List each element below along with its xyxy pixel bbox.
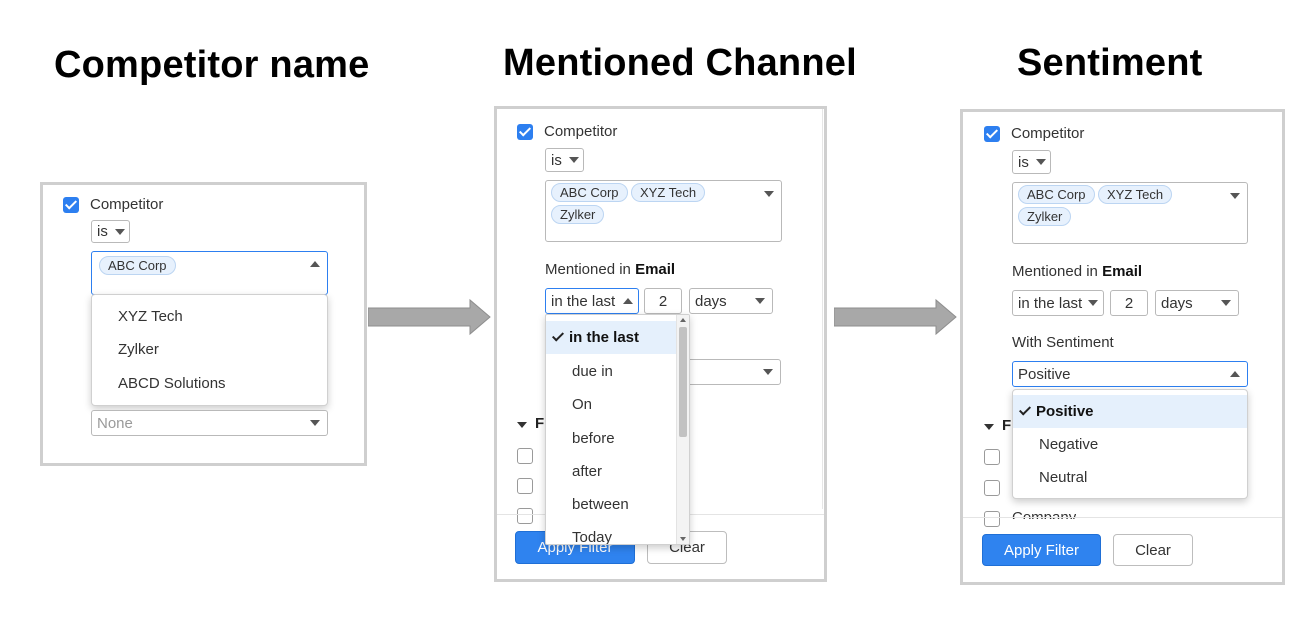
caret-down-icon[interactable] <box>764 191 774 197</box>
operator-select[interactable]: is <box>1012 150 1051 174</box>
option-before[interactable]: before <box>572 430 615 447</box>
caret-down-icon <box>115 228 125 235</box>
scroll-down-icon[interactable] <box>680 537 686 541</box>
number-input[interactable]: 2 <box>644 288 682 314</box>
sentiment-panel: Competitor is ABC Corp XYZ Tech Zylker M… <box>960 109 1285 585</box>
chip-xyz-tech[interactable]: XYZ Tech <box>1098 185 1173 204</box>
secondary-select[interactable]: None <box>91 410 328 436</box>
competitor-multiselect[interactable]: ABC Corp <box>91 251 328 295</box>
sentiment-options-dropdown: Positive Negative Neutral <box>1012 389 1248 499</box>
caret-down-icon <box>310 420 320 426</box>
number-input[interactable]: 2 <box>1110 290 1148 316</box>
caret-down-icon <box>755 298 765 304</box>
collapse-triangle-icon[interactable] <box>517 422 527 428</box>
option-xyz-tech[interactable]: XYZ Tech <box>118 308 183 325</box>
option-today[interactable]: Today <box>572 529 613 545</box>
section-title-partial: F <box>535 415 545 432</box>
competitor-options-dropdown: XYZ Tech Zylker ABCD Solutions <box>91 294 328 406</box>
caret-down-icon <box>569 157 579 163</box>
option-neutral[interactable]: Neutral <box>1039 469 1088 486</box>
competitor-label: Competitor <box>90 196 164 213</box>
option-negative[interactable]: Negative <box>1039 436 1099 453</box>
operator-select[interactable]: is <box>545 148 584 172</box>
option-after[interactable]: after <box>572 463 603 480</box>
checkmark-icon <box>551 329 565 342</box>
field-checkbox[interactable] <box>517 478 533 494</box>
operator-select[interactable]: is <box>91 220 130 243</box>
caret-down-icon <box>763 369 773 375</box>
scroll-up-icon[interactable] <box>680 318 686 322</box>
competitor-label: Competitor <box>1011 125 1085 142</box>
mentioned-in-label: Mentioned in Email <box>545 261 676 278</box>
scrollbar-thumb[interactable] <box>679 327 687 437</box>
heading-sentiment: Sentiment <box>1017 42 1203 84</box>
option-positive[interactable]: Positive <box>1013 395 1247 428</box>
with-sentiment-label: With Sentiment <box>1012 334 1114 351</box>
field-checkbox[interactable] <box>984 480 1000 496</box>
option-zylker[interactable]: Zylker <box>118 341 159 358</box>
option-on[interactable]: On <box>572 396 593 413</box>
field-checkbox[interactable] <box>984 511 1000 527</box>
option-between[interactable]: between <box>572 496 629 513</box>
field-checkbox[interactable] <box>984 449 1000 465</box>
chip-zylker[interactable]: Zylker <box>1018 207 1072 226</box>
competitor-multiselect[interactable]: ABC Corp XYZ Tech Zylker <box>1012 182 1248 244</box>
competitor-checkbox[interactable] <box>63 197 79 213</box>
option-due-in[interactable]: due in <box>572 363 613 380</box>
competitor-filter-panel: Competitor is ABC Corp XYZ Tech Zylker A… <box>40 182 367 466</box>
caret-up-icon <box>623 298 633 304</box>
competitor-label: Competitor <box>544 123 618 140</box>
unit-select[interactable]: days <box>689 288 773 314</box>
competitor-multiselect[interactable]: ABC Corp XYZ Tech Zylker <box>545 180 782 242</box>
arrow-right-icon <box>368 298 491 336</box>
chip-xyz-tech[interactable]: XYZ Tech <box>631 183 706 202</box>
heading-mentioned-channel: Mentioned Channel <box>503 42 857 84</box>
clear-button[interactable]: Clear <box>1113 534 1193 566</box>
caret-down-icon[interactable] <box>1230 193 1240 199</box>
caret-down-icon <box>1036 159 1046 165</box>
checkmark-icon <box>1018 403 1032 416</box>
chip-abc-corp[interactable]: ABC Corp <box>99 256 176 275</box>
competitor-checkbox[interactable] <box>984 126 1000 142</box>
caret-up-icon <box>1230 371 1240 377</box>
field-checkbox[interactable] <box>517 508 533 524</box>
option-in-the-last[interactable]: in the last <box>546 321 676 354</box>
caret-down-icon <box>1221 300 1231 306</box>
competitor-checkbox[interactable] <box>517 124 533 140</box>
channel-name: Email <box>1102 263 1143 280</box>
mentioned-in-label: Mentioned in Email <box>1012 263 1143 280</box>
dropdown-scrollbar[interactable] <box>676 315 689 544</box>
caret-down-icon <box>1088 300 1098 306</box>
chip-abc-corp[interactable]: ABC Corp <box>1018 185 1095 204</box>
arrow-right-icon <box>834 298 957 336</box>
sentiment-select-partial[interactable] <box>685 359 781 385</box>
mentioned-channel-panel: Competitor is ABC Corp XYZ Tech Zylker M… <box>494 106 827 582</box>
chip-zylker[interactable]: Zylker <box>551 205 605 224</box>
period-select[interactable]: in the last <box>1012 290 1104 316</box>
field-label-partial: Company <box>1012 509 1077 519</box>
section-title-partial: F <box>1002 417 1012 434</box>
option-abcd-solutions[interactable]: ABCD Solutions <box>118 375 226 392</box>
period-select[interactable]: in the last <box>545 288 639 314</box>
period-options-dropdown: in the last due in On before after betwe… <box>545 314 690 545</box>
caret-up-icon[interactable] <box>310 261 320 267</box>
unit-select[interactable]: days <box>1155 290 1239 316</box>
heading-competitor-name: Competitor name <box>54 44 370 86</box>
apply-filter-button[interactable]: Apply Filter <box>982 534 1101 566</box>
channel-name: Email <box>635 261 676 278</box>
field-checkbox[interactable] <box>517 448 533 464</box>
collapse-triangle-icon[interactable] <box>984 424 994 430</box>
chip-abc-corp[interactable]: ABC Corp <box>551 183 628 202</box>
sentiment-select[interactable]: Positive <box>1012 361 1248 387</box>
